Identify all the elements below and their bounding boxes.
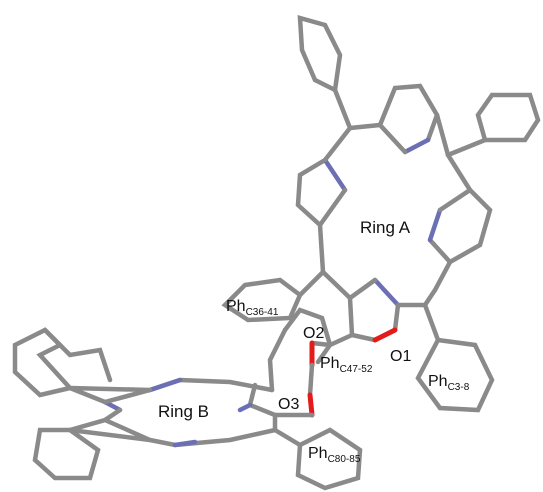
phenyl-c80-85 <box>272 427 363 491</box>
label-ph-c47-52-main: Ph <box>320 355 340 372</box>
label-ph-c80-85: PhC80-85 <box>308 445 361 465</box>
linker-unit <box>267 307 355 418</box>
pyrrole-right-n <box>427 207 443 243</box>
label-ph-c3-8-sub: C3-8 <box>448 382 470 393</box>
pyrrole-top <box>377 83 440 143</box>
pyrrole-left <box>295 157 328 275</box>
ring-b-left-phenyls <box>12 327 113 481</box>
label-ring-a: Ring A <box>360 218 411 237</box>
phenyl-c47-52 <box>282 307 333 365</box>
ring-b-macrocycle <box>67 377 278 448</box>
label-ph-c3-8-main: Ph <box>428 373 448 390</box>
phenyl-top <box>297 14 353 131</box>
label-o3: O3 <box>278 396 299 413</box>
ring-a-macrocycle <box>295 83 493 343</box>
label-o2: O2 <box>303 325 324 342</box>
o3-bond <box>307 392 315 418</box>
label-ph-c36-41-sub: C36-41 <box>246 307 279 318</box>
pyrrole-bottom <box>347 277 378 343</box>
pyrrole-top-n <box>402 137 431 155</box>
label-ph-c36-41: PhC36-41 <box>226 298 279 318</box>
phenyl-c3-8 <box>415 302 495 413</box>
label-ring-b: Ring B <box>158 402 209 421</box>
o1-bond <box>372 327 398 343</box>
label-o1: O1 <box>390 348 411 365</box>
label-ph-c47-52-sub: C47-52 <box>340 364 373 375</box>
label-ph-c80-85-main: Ph <box>308 445 328 462</box>
label-ph-c47-52: PhC47-52 <box>320 355 373 375</box>
label-ph-c3-8: PhC3-8 <box>428 373 470 393</box>
phenyl-c36-41 <box>221 269 326 323</box>
label-ph-c80-85-sub: C80-85 <box>328 454 361 465</box>
pyrrole-bottom-n <box>372 277 401 308</box>
phenyl-top-right <box>445 92 541 158</box>
labels: Ring A Ring B O1 O2 O3 PhC36-41 PhC47-52… <box>158 218 470 465</box>
label-ph-c36-41-main: Ph <box>226 298 246 315</box>
pyrrole-left-n <box>322 157 348 193</box>
pyrrole-right <box>427 187 493 265</box>
